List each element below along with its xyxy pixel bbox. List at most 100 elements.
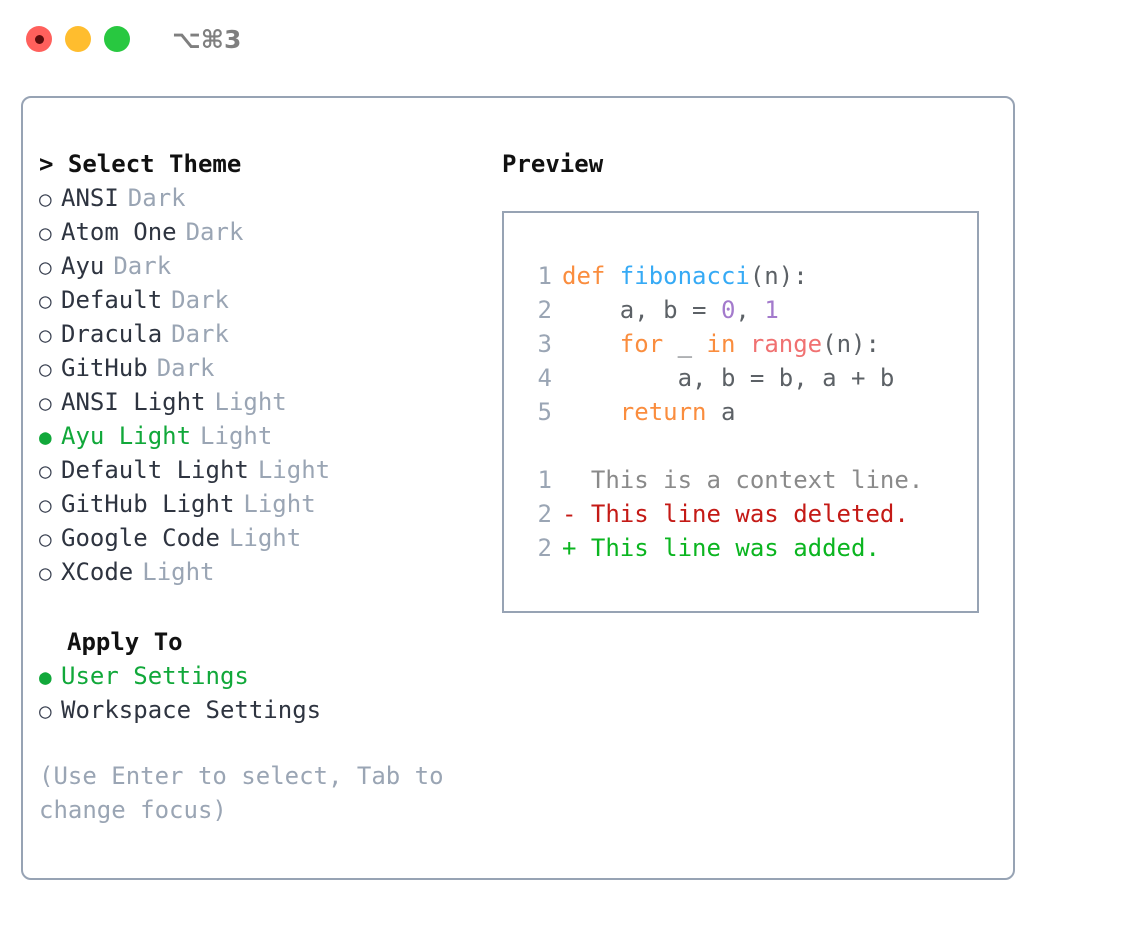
- token-plain: [562, 398, 620, 426]
- token-plain: [735, 330, 749, 358]
- diff-marker: [562, 466, 576, 494]
- token-plain: [562, 330, 620, 358]
- token-kw: def: [562, 262, 620, 290]
- radio-unselected-icon: ○: [39, 289, 52, 313]
- line-number: 5: [537, 398, 552, 426]
- radio-unselected-icon: ○: [39, 187, 52, 211]
- radio-selected-icon: ●: [39, 425, 52, 449]
- theme-option-kind: Light: [142, 558, 215, 586]
- diff-line-content: - This line was deleted.: [562, 497, 909, 531]
- window-controls: [26, 26, 130, 52]
- theme-option-label: Google Code: [61, 524, 220, 552]
- code-line-content: return a: [562, 395, 736, 429]
- diff-line-context: 1 This is a context line.: [522, 463, 977, 497]
- line-number: 4: [537, 364, 552, 392]
- radio-selected-icon: ●: [39, 665, 52, 689]
- line-number: 1: [537, 262, 552, 290]
- preview-heading: Preview: [502, 150, 604, 178]
- diff-marker: +: [562, 534, 577, 562]
- apply-to-heading: Apply To: [67, 628, 183, 656]
- radio-unselected-icon: ○: [39, 527, 52, 551]
- theme-option-label: Atom One: [61, 218, 177, 246]
- diff-line-content: + This line was added.: [562, 531, 880, 565]
- theme-option-label: ANSI Light: [61, 388, 206, 416]
- theme-option-label: GitHub: [61, 354, 148, 382]
- theme-option-label: Dracula: [61, 320, 163, 348]
- code-line: 5 return a: [522, 395, 977, 429]
- select-theme-heading-label: [53, 150, 67, 178]
- theme-option-kind: Light: [257, 456, 331, 484]
- radio-unselected-icon: ○: [39, 699, 52, 723]
- token-kw: return: [619, 398, 707, 426]
- code-line-content: a, b = 0, 1: [562, 293, 779, 327]
- line-number: 2: [537, 296, 552, 324]
- code-diff-spacer: [522, 429, 977, 463]
- select-theme-title: Select Theme: [67, 150, 242, 178]
- token-plain: a, b = b, a + b: [562, 364, 895, 392]
- theme-option-kind: Light: [243, 490, 316, 518]
- diff-line-added: 2 + This line was added.: [522, 531, 977, 565]
- theme-option-label: Ayu Light: [61, 422, 192, 450]
- theme-option-kind: Dark: [113, 252, 172, 280]
- token-punc: (n):: [749, 262, 808, 290]
- theme-option-kind: Dark: [127, 184, 186, 212]
- line-number: 2: [537, 500, 552, 528]
- apply-to-option-label: User Settings: [61, 662, 249, 690]
- token-num: 1: [764, 296, 779, 324]
- token-plain: a, b =: [562, 296, 721, 324]
- theme-option-kind: Dark: [171, 286, 229, 314]
- token-plain: a: [706, 398, 736, 426]
- token-kw: in: [706, 330, 736, 358]
- token-punc: (n):: [822, 330, 880, 358]
- code-line: 3 for _ in range(n):: [522, 327, 977, 361]
- diff-line-content: This is a context line.: [562, 463, 923, 497]
- line-number: 2: [537, 534, 552, 562]
- maximize-button[interactable]: [104, 26, 130, 52]
- apply-to-list: ● User Settings ○ Workspace Settings: [39, 659, 491, 727]
- apply-to-option-user-settings[interactable]: ● User Settings: [39, 659, 491, 693]
- theme-option-label: Default: [61, 286, 163, 314]
- code-line-content: for _ in range(n):: [562, 327, 880, 361]
- radio-unselected-icon: ○: [39, 561, 52, 585]
- code-line: 2 a, b = 0, 1: [522, 293, 977, 327]
- minimize-button[interactable]: [65, 26, 91, 52]
- theme-option-label: Ayu: [61, 252, 105, 280]
- close-button[interactable]: [26, 26, 52, 52]
- theme-option-label: Default Light: [61, 456, 249, 484]
- diff-line-deleted: 2 - This line was deleted.: [522, 497, 977, 531]
- theme-option-default[interactable]: ○ Default Dark: [39, 283, 491, 317]
- theme-option-label: XCode: [61, 558, 134, 586]
- radio-unselected-icon: ○: [39, 391, 52, 415]
- theme-option-xcode[interactable]: ○ XCode Light: [39, 555, 491, 589]
- code-line: 4 a, b = b, a + b: [522, 361, 977, 395]
- theme-option-kind: Dark: [185, 218, 244, 246]
- record-dot-icon: [34, 34, 44, 44]
- apply-to-option-workspace-settings[interactable]: ○ Workspace Settings: [39, 693, 491, 727]
- apply-to-option-label: Workspace Settings: [61, 696, 322, 724]
- token-plain: ,: [735, 296, 765, 324]
- token-kw: for: [619, 330, 664, 358]
- theme-option-kind: Dark: [156, 354, 215, 382]
- diff-marker: -: [562, 500, 577, 528]
- caret-icon: >: [39, 150, 54, 178]
- token-plain: _: [663, 330, 707, 358]
- line-number: 3: [537, 330, 552, 358]
- diff-text: This is a context line.: [576, 466, 924, 494]
- radio-unselected-icon: ○: [39, 493, 52, 517]
